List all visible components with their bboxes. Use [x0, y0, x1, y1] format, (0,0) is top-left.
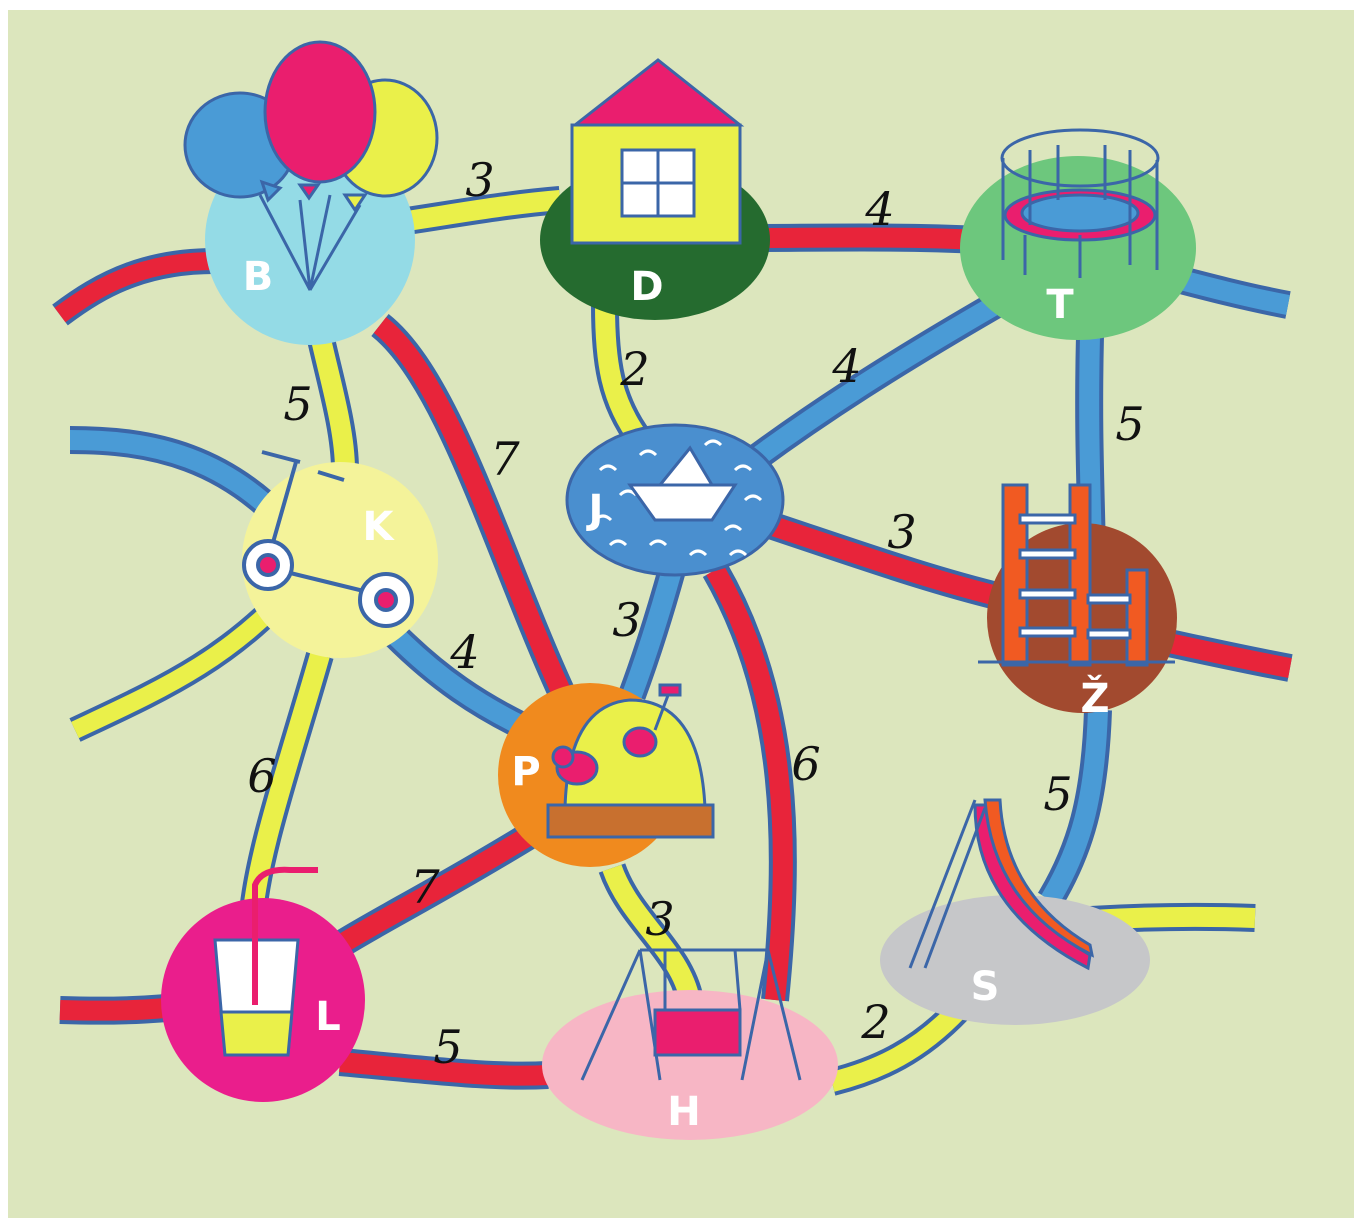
weight-L-H: 5 [433, 1020, 462, 1074]
weight-K-P: 4 [449, 625, 479, 679]
house-icon [570, 58, 745, 245]
node-S-letter: S [971, 964, 1000, 1010]
paper-boat-icon [627, 445, 738, 522]
weight-J-T: 4 [831, 339, 861, 393]
road-P-H [598, 862, 704, 1004]
weight-P-L: 7 [410, 860, 440, 914]
road-H-S [828, 1000, 969, 1096]
scooter-icon [242, 450, 414, 628]
weight-T-Z: 5 [1115, 397, 1144, 451]
node-D[interactable]: D [540, 58, 770, 320]
road-K-P [385, 625, 527, 738]
road-J-H [702, 563, 797, 1002]
node-P[interactable]: P [498, 683, 715, 867]
node-B[interactable]: B [183, 40, 439, 345]
node-T-letter: T [1046, 282, 1074, 328]
weight-J-H: 6 [791, 737, 820, 791]
road-J-T [731, 292, 1003, 482]
node-D-letter: D [630, 264, 663, 310]
weight-H-S: 2 [860, 995, 890, 1049]
weight-K-L: 6 [247, 749, 276, 803]
node-L[interactable]: L [161, 866, 365, 1102]
road-B-P [370, 314, 578, 706]
weight-Z-S: 5 [1043, 767, 1072, 821]
weight-D-J: 2 [619, 342, 649, 396]
slide-icon [908, 798, 1095, 971]
node-Z-letter: Ž [1080, 674, 1109, 722]
weight-B-K: 5 [283, 377, 312, 431]
weight-B-D: 3 [465, 153, 494, 207]
node-P-letter: P [511, 749, 540, 795]
weight-P-H: 3 [645, 892, 674, 946]
weight-J-Z: 3 [887, 505, 916, 559]
road-Z-S [1037, 709, 1112, 908]
node-T[interactable]: T [960, 128, 1196, 340]
road-J-P [618, 566, 686, 700]
node-K-letter: K [363, 504, 396, 550]
edge-weights: 3 4 5 7 2 4 5 3 4 3 6 5 6 7 3 5 2 [247, 153, 1144, 1074]
node-H-letter: H [667, 1089, 700, 1135]
weight-B-P: 7 [490, 432, 520, 486]
sandbox-icon [546, 683, 715, 839]
node-H[interactable]: H [542, 948, 838, 1140]
node-Z[interactable]: Ž [978, 483, 1177, 722]
trampoline-icon [1000, 128, 1160, 278]
weight-D-T: 4 [864, 182, 894, 236]
node-J-letter: J [586, 487, 604, 533]
road-D-J [591, 304, 652, 449]
road-J-Z [765, 511, 1009, 612]
road-D-T [739, 223, 981, 254]
road-L-H [338, 1048, 549, 1090]
node-S[interactable]: S [880, 798, 1150, 1025]
lemonade-icon [213, 866, 318, 1057]
road-P-L [332, 823, 538, 957]
roads [238, 186, 1112, 1096]
weight-J-P: 3 [612, 593, 641, 647]
balloons-icon [183, 40, 439, 291]
node-L-letter: L [315, 994, 341, 1040]
waves-pattern [593, 439, 763, 557]
node-K[interactable]: K [242, 450, 438, 658]
node-B-letter: B [243, 254, 274, 300]
swing-icon [580, 948, 802, 1081]
node-J[interactable]: J [565, 423, 785, 577]
road-B-K [306, 331, 359, 471]
climbing-frame-icon [978, 483, 1175, 667]
